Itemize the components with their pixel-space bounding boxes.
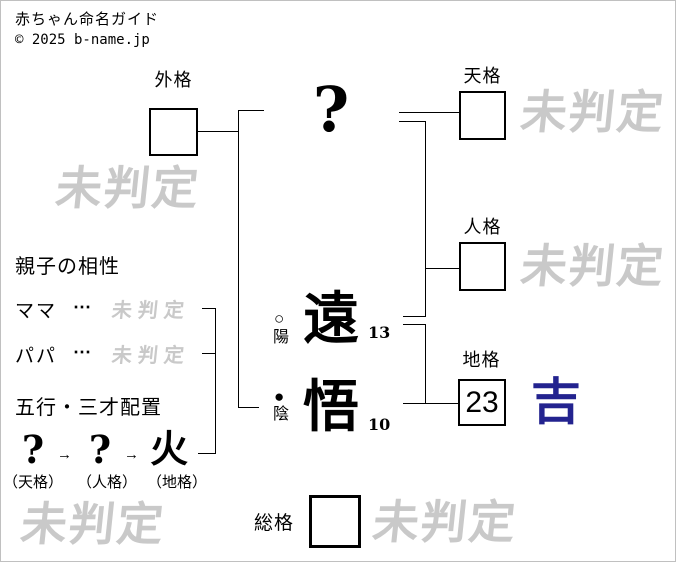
soukaku-box <box>309 495 361 548</box>
chikaku-box: 23 <box>458 379 506 426</box>
char2-polarity-mark: ● <box>274 387 285 406</box>
jinkaku-bottom-stub-line <box>403 316 426 317</box>
jinkaku-box-stub-line <box>426 268 459 269</box>
copyright-text: © 2025 b-name.jp <box>15 32 150 48</box>
mama-result-watermark: 未判定 <box>110 298 192 322</box>
gogyou-arrow-2: → <box>124 446 139 463</box>
char1-stroke-count: 13 <box>368 323 391 342</box>
mama-label: ママ <box>15 301 58 322</box>
compat-mama-stub-line <box>202 308 216 309</box>
jinkaku-label: 人格 <box>463 217 502 237</box>
gogyou-element-jinkaku: ? <box>88 427 112 472</box>
gogyou-label-tenkaku: （天格） <box>3 474 64 491</box>
outer-bracket-top-stub-line <box>239 110 264 111</box>
chikaku-result-kichi: 吉 <box>531 372 581 431</box>
gaikaku-connector-line <box>197 131 238 132</box>
outer-bracket-bottom-stub-line <box>239 407 259 408</box>
jinkaku-top-stub-line <box>399 121 426 122</box>
gogyou-label-jinkaku: （人格） <box>77 474 138 491</box>
compat-bracket-vertical-line <box>215 308 216 454</box>
char1-kanji: 遠 <box>303 286 359 352</box>
char1-polarity-mark: ○ <box>274 309 285 328</box>
jinkaku-vertical-line <box>425 121 426 317</box>
surname-placeholder-char: ? <box>312 73 350 146</box>
gogyou-element-tenkaku: ? <box>21 427 45 472</box>
compatibility-heading: 親子の相性 <box>15 256 120 278</box>
gogyou-arrow-1: → <box>57 446 72 463</box>
soukaku-watermark: 未判定 <box>370 495 520 549</box>
papa-result-watermark: 未判定 <box>110 343 192 367</box>
outer-bracket-vertical-line <box>238 110 239 408</box>
gogyou-heading: 五行・三才配置 <box>15 397 162 419</box>
papa-separator-dots: ⋯ <box>73 342 93 362</box>
char1-polarity-label: 陽 <box>273 329 290 346</box>
jinkaku-watermark: 未判定 <box>518 239 668 293</box>
chikaku-vertical-line <box>425 324 426 404</box>
site-title: 赤ちゃん命名ガイド <box>15 11 160 28</box>
gogyou-element-chikaku: 火 <box>149 426 188 471</box>
char2-stroke-count: 10 <box>368 415 391 434</box>
char2-polarity-label: 陰 <box>273 406 290 423</box>
chikaku-label: 地格 <box>462 350 501 370</box>
jinkaku-box <box>459 242 506 291</box>
tenkaku-label: 天格 <box>463 66 502 86</box>
bottom-left-watermark: 未判定 <box>18 497 168 551</box>
char2-kanji: 悟 <box>303 374 359 440</box>
compat-gogyou-stub-line <box>198 453 216 454</box>
gaikaku-box <box>149 108 198 156</box>
chikaku-bottom-stub-line <box>403 403 459 404</box>
tenkaku-connector-line <box>399 112 459 113</box>
gaikaku-watermark: 未判定 <box>53 161 203 215</box>
chikaku-value: 23 <box>465 385 499 419</box>
soukaku-label: 総格 <box>254 513 295 534</box>
mama-separator-dots: ⋯ <box>73 297 93 317</box>
chikaku-top-stub-line <box>403 324 426 325</box>
gogyou-label-chikaku: （地格） <box>147 474 208 491</box>
tenkaku-watermark: 未判定 <box>518 85 668 139</box>
tenkaku-box <box>459 91 506 140</box>
gaikaku-label: 外格 <box>154 70 193 90</box>
compat-papa-stub-line <box>202 353 216 354</box>
papa-label: パパ <box>15 346 58 367</box>
